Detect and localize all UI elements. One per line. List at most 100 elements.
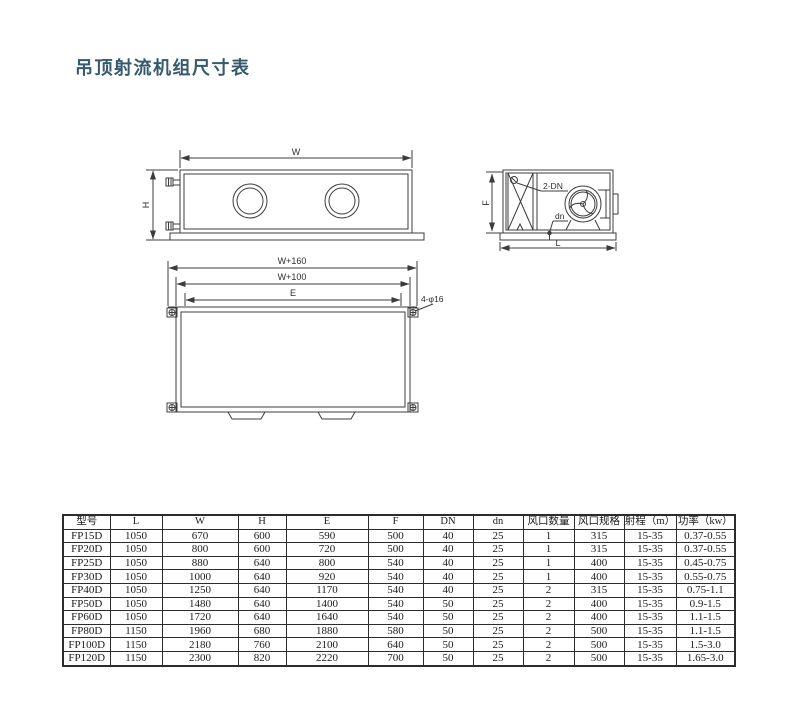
table-cell: 1.65-3.0 bbox=[675, 650, 736, 667]
table-cell: 0.9-1.5 bbox=[675, 596, 736, 612]
table-cell: 670 bbox=[161, 528, 239, 544]
table-cell: 1050 bbox=[109, 555, 163, 571]
table-cell: 1050 bbox=[109, 528, 163, 544]
table-cell: 1 bbox=[522, 569, 575, 584]
table-cell: 540 bbox=[367, 569, 424, 584]
table-cell: 700 bbox=[367, 650, 424, 667]
fan-icon bbox=[561, 185, 611, 231]
dim-label-e: E bbox=[290, 288, 296, 298]
table-cell: 25 bbox=[472, 596, 524, 612]
table-cell: FP50D bbox=[62, 596, 111, 612]
table-cell: 500 bbox=[367, 528, 424, 544]
table-cell: 15-35 bbox=[623, 569, 677, 584]
table-cell: 500 bbox=[573, 650, 625, 667]
table-cell: 40 bbox=[422, 528, 474, 544]
table-cell: 720 bbox=[285, 542, 369, 557]
table-cell: 640 bbox=[367, 637, 424, 652]
table-cell: 400 bbox=[573, 610, 625, 625]
dim-label-h: H bbox=[141, 202, 151, 209]
table-cell: 540 bbox=[367, 555, 424, 571]
table-cell: 1 bbox=[522, 542, 575, 557]
table-cell: 15-35 bbox=[623, 542, 677, 557]
table-cell: 1250 bbox=[161, 582, 239, 598]
dim-label-w: W bbox=[292, 147, 301, 157]
table-cell: 500 bbox=[367, 542, 424, 557]
drain-size-label: dn bbox=[555, 211, 565, 221]
table-cell: 1.1-1.5 bbox=[675, 610, 736, 625]
table-cell: FP20D bbox=[62, 542, 111, 557]
mounting-hole-icon bbox=[407, 307, 419, 318]
table-cell: 920 bbox=[285, 569, 369, 584]
table-cell: 540 bbox=[367, 582, 424, 598]
table-cell: 1640 bbox=[285, 610, 369, 625]
holes-callout-label: 4-φ16 bbox=[421, 294, 444, 304]
table-cell: 15-35 bbox=[623, 623, 677, 639]
table-cell: 1050 bbox=[109, 542, 163, 557]
table-cell: 1 bbox=[522, 555, 575, 571]
table-cell: FP40D bbox=[62, 582, 111, 598]
table-cell: 2100 bbox=[285, 637, 369, 652]
table-cell: 0.55-0.75 bbox=[675, 569, 736, 584]
table-cell: 640 bbox=[237, 569, 287, 584]
table-cell: 400 bbox=[573, 569, 625, 584]
dim-label-f: F bbox=[481, 200, 491, 206]
col-header-outlet-count: 风口数量 bbox=[522, 514, 575, 530]
table-cell: 400 bbox=[573, 555, 625, 571]
pipe-stub-icon bbox=[165, 221, 181, 231]
mounting-hole-icon bbox=[166, 307, 178, 318]
table-cell: 1050 bbox=[109, 569, 163, 584]
page-title: 吊顶射流机组尺寸表 bbox=[75, 58, 251, 78]
pipe-stub-icon bbox=[165, 177, 181, 187]
table-cell: 640 bbox=[237, 596, 287, 612]
pipe-connection-icon bbox=[510, 176, 568, 192]
dim-label-l: L bbox=[555, 238, 560, 248]
table-cell: 1880 bbox=[285, 623, 369, 639]
table-cell: 0.75-1.1 bbox=[675, 582, 736, 598]
table-cell: 1000 bbox=[161, 569, 239, 584]
bottom-tab bbox=[227, 411, 266, 420]
coil-section-icon bbox=[507, 172, 538, 231]
table-cell: 800 bbox=[161, 542, 239, 557]
table-cell: FP25D bbox=[62, 555, 111, 571]
table-cell: 600 bbox=[237, 528, 287, 544]
pipe-size-label: 2-DN bbox=[543, 181, 563, 191]
table-cell: 25 bbox=[472, 650, 524, 667]
table-cell: 25 bbox=[472, 542, 524, 557]
table-cell: 2220 bbox=[285, 650, 369, 667]
table-cell: FP30D bbox=[62, 569, 111, 584]
dimension-drawings: W H bbox=[141, 147, 619, 420]
table-cell: 2 bbox=[522, 582, 575, 598]
table-cell: 1150 bbox=[109, 650, 163, 667]
table-header-row: 型号 L W H E F DN dn 风口数量 风口规格 射程（m） 功率（kw… bbox=[62, 514, 736, 530]
table-cell: 50 bbox=[422, 623, 474, 639]
table-cell: 680 bbox=[237, 623, 287, 639]
table-cell: 540 bbox=[367, 596, 424, 612]
dimension-table: 型号 L W H E F DN dn 风口数量 风口规格 射程（m） 功率（kw… bbox=[62, 514, 736, 667]
table-cell: 1050 bbox=[109, 596, 163, 612]
table-cell: 40 bbox=[422, 582, 474, 598]
table-cell: 1960 bbox=[161, 623, 239, 639]
table-cell: 1050 bbox=[109, 610, 163, 625]
table-cell: 2300 bbox=[161, 650, 239, 667]
outlet-flange bbox=[612, 193, 619, 215]
table-cell: 25 bbox=[472, 610, 524, 625]
table-cell: 40 bbox=[422, 542, 474, 557]
table-cell: 25 bbox=[472, 528, 524, 544]
side-view-drawing: 2-DN dn F L bbox=[481, 169, 619, 251]
table-cell: FP60D bbox=[62, 610, 111, 625]
table-cell: 2 bbox=[522, 637, 575, 652]
jet-nozzle-icon bbox=[232, 183, 268, 219]
mounting-hole-icon bbox=[407, 402, 419, 413]
table-cell: 15-35 bbox=[623, 555, 677, 571]
table-cell: 2180 bbox=[161, 637, 239, 652]
table-cell: FP120D bbox=[62, 650, 111, 667]
table-cell: 15-35 bbox=[623, 637, 677, 652]
table-cell: 50 bbox=[422, 596, 474, 612]
table-cell: 500 bbox=[573, 637, 625, 652]
table-cell: 15-35 bbox=[623, 596, 677, 612]
table-cell: 15-35 bbox=[623, 528, 677, 544]
